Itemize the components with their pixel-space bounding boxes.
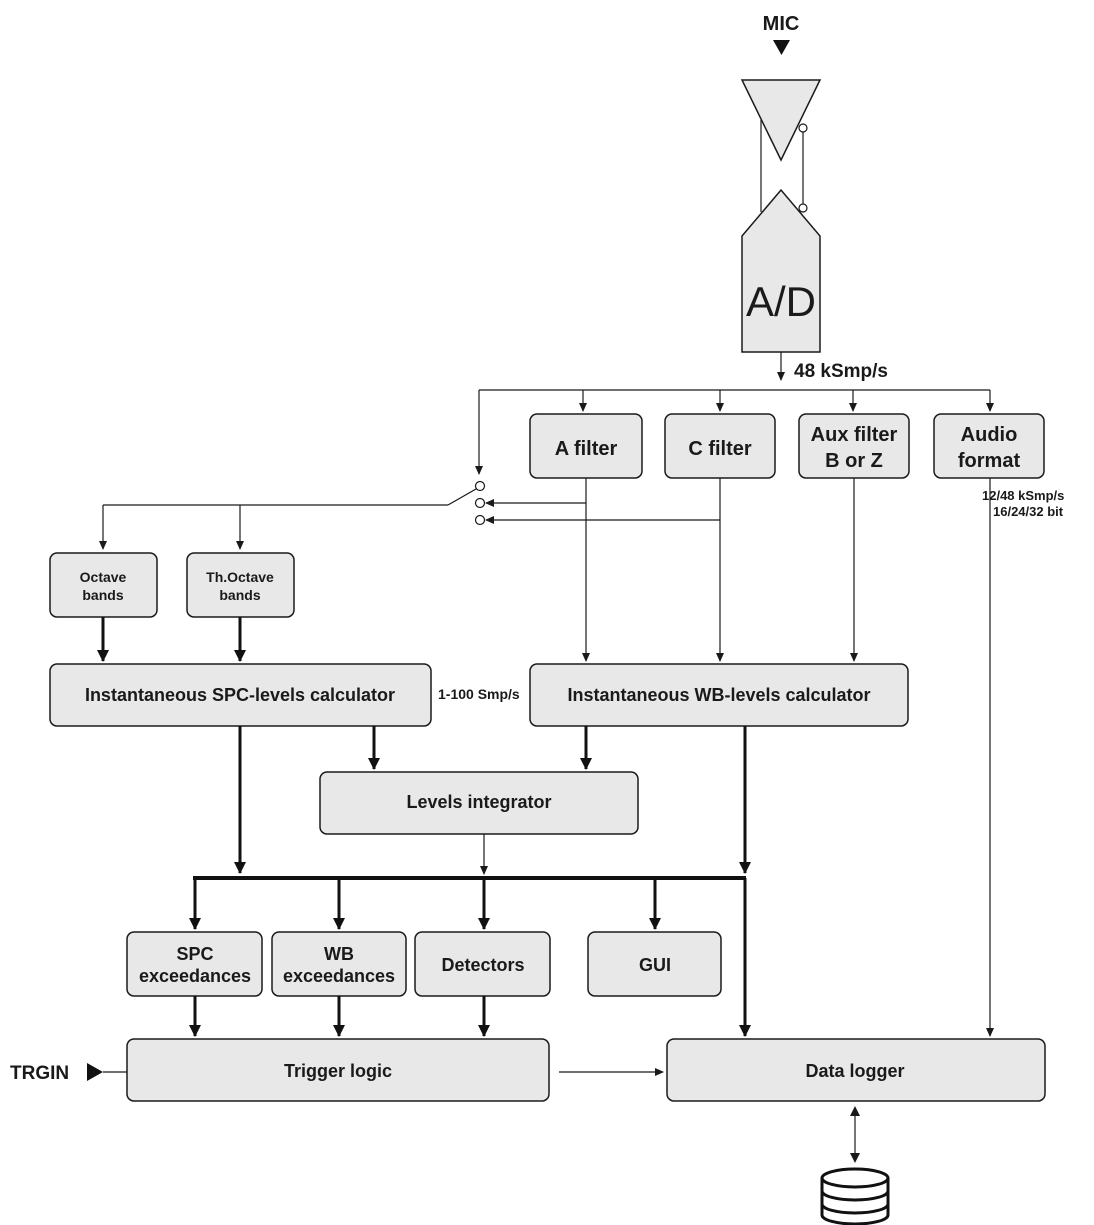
octave-bands-label-1: Octave	[80, 569, 127, 585]
switch-contact-a	[474, 497, 486, 509]
database-icon	[820, 1167, 890, 1225]
trgin-arrow-icon	[87, 1063, 103, 1081]
spc-levels-calculator-label: Instantaneous SPC-levels calculator	[85, 685, 395, 705]
spc-exceedances-box	[126, 931, 263, 997]
wb-exceedances-label-2: exceedances	[283, 966, 395, 986]
mic-input-arrow-icon	[773, 40, 790, 55]
switch-contact-top	[474, 480, 486, 492]
trigger-logic-label: Trigger logic	[284, 1061, 392, 1081]
wb-exceedances-box	[271, 931, 407, 997]
octave-bands-box	[49, 552, 158, 618]
trgin-label: TRGIN	[10, 1063, 69, 1084]
octave-bands-label-2: bands	[82, 587, 123, 603]
trigger-logic-box	[126, 1038, 550, 1102]
gui-label: GUI	[639, 955, 671, 975]
levels-integrator-label: Levels integrator	[406, 792, 551, 812]
spc-exceedances-label-2: exceedances	[139, 966, 251, 986]
third-octave-bands-label-2: bands	[219, 587, 260, 603]
rate-spc-label: 1-100 Smp/s	[438, 686, 520, 702]
third-octave-bands-label-1: Th.Octave	[206, 569, 274, 585]
wb-levels-calculator-box	[529, 663, 909, 727]
wb-exceedances-label-1: WB	[324, 944, 354, 964]
mic-label: MIC	[763, 13, 800, 35]
audio-rate-label-1: 12/48 kSmp/s	[982, 488, 1064, 503]
aux-filter-label-1: Aux filter	[811, 424, 898, 446]
audio-format-label-2: format	[958, 450, 1021, 472]
wb-levels-calculator-label: Instantaneous WB-levels calculator	[567, 685, 870, 705]
aux-filter-label-2: B or Z	[825, 450, 883, 472]
a-filter-label: A filter	[555, 438, 618, 460]
data-logger-box	[666, 1038, 1046, 1102]
audio-format-box	[933, 413, 1045, 479]
rate-main-label: 48 kSmp/s	[794, 361, 888, 382]
spc-exceedances-label-1: SPC	[176, 944, 213, 964]
audio-format-label-1: Audio	[961, 424, 1018, 446]
data-logger-label: Data logger	[805, 1061, 904, 1081]
third-octave-bands-box	[186, 552, 295, 618]
detectors-label: Detectors	[441, 955, 524, 975]
ad-converter	[741, 188, 821, 353]
audio-rate-label-2: 16/24/32 bit	[993, 504, 1064, 519]
levels-integrator-box	[319, 771, 639, 835]
ad-label: A/D	[746, 278, 816, 325]
amplifier-icon	[740, 79, 822, 162]
gui-box	[587, 931, 722, 997]
c-filter-label: C filter	[688, 438, 752, 460]
switch-contact-c	[474, 514, 486, 526]
